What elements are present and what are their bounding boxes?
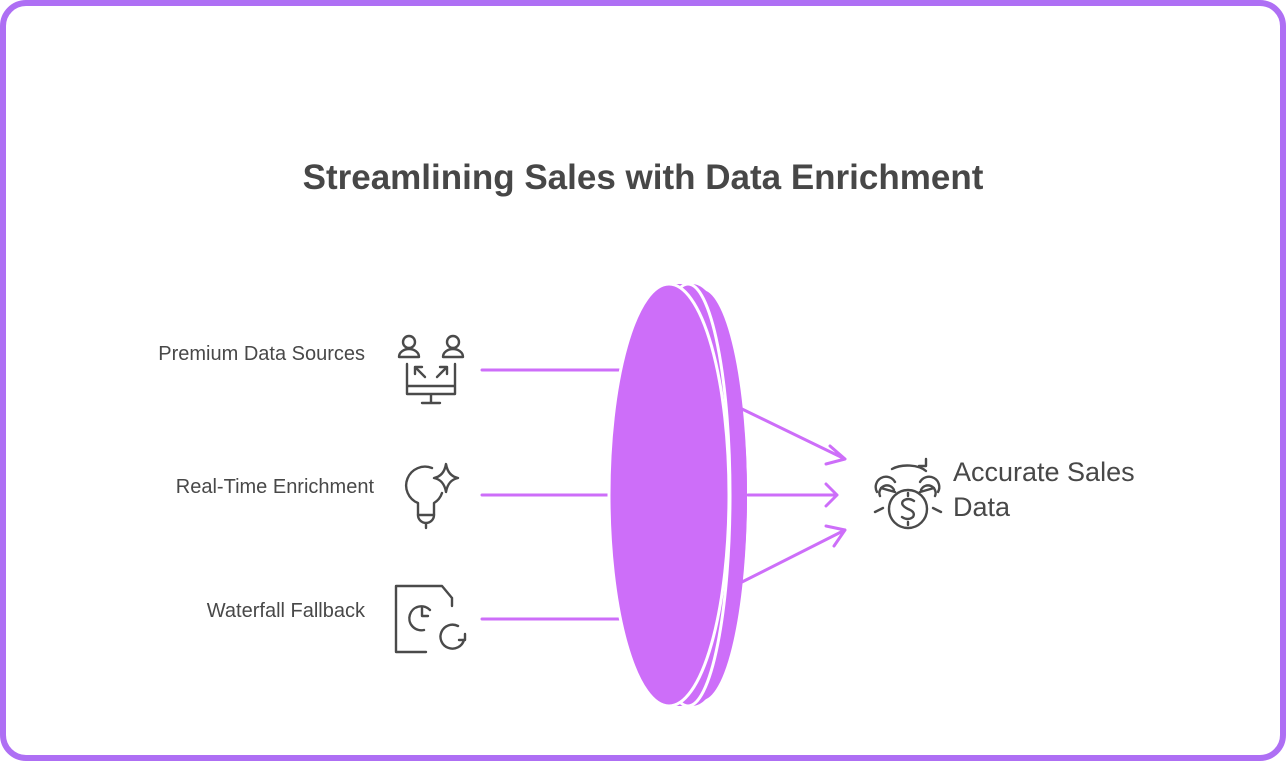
- input-label-waterfall-fallback: Waterfall Fallback: [206, 600, 365, 622]
- users-monitor-icon: [397, 334, 465, 405]
- input-label-premium-data-sources: Premium Data Sources: [158, 343, 365, 365]
- lightbulb-sparkle-icon: [405, 462, 460, 530]
- arrow-1: [740, 407, 847, 466]
- lens-shape: [607, 282, 749, 708]
- diagram-graphic: [394, 282, 943, 708]
- arrow-2: [746, 482, 839, 508]
- output-label: Accurate Sales Data: [953, 457, 1135, 522]
- arrow-3: [740, 524, 847, 584]
- flow-lines: [480, 368, 634, 621]
- diagram-title: Streamlining Sales with Data Enrichment: [302, 158, 984, 197]
- output-arrows: [740, 407, 847, 584]
- coins-dollar-cycle-icon: [873, 457, 943, 530]
- document-clock-refresh-icon: [394, 584, 467, 654]
- input-label-real-time-enrichment: Real-Time Enrichment: [175, 476, 374, 498]
